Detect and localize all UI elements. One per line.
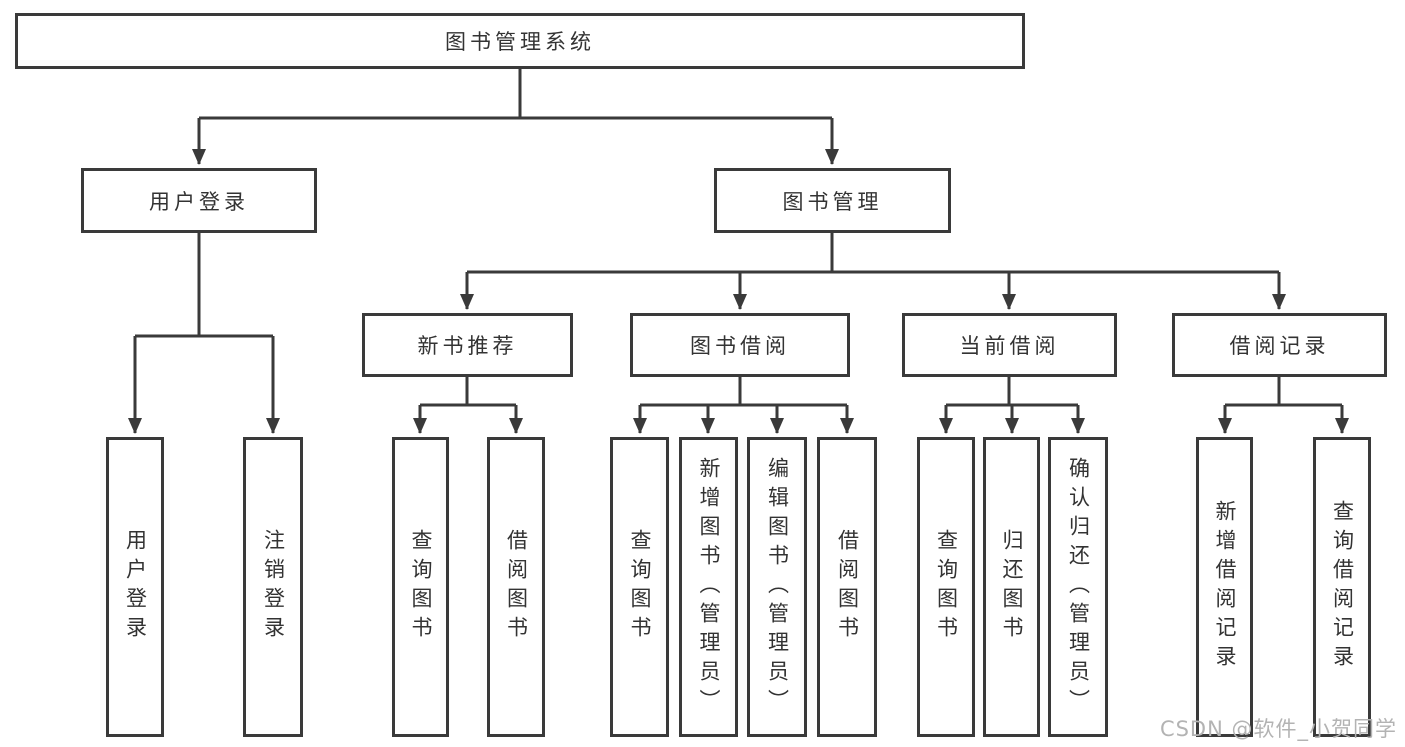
leaf-nbr-borrow-book-label: 借阅图书: [504, 529, 529, 645]
leaf-nbr-query-book: 查询图书: [392, 437, 449, 737]
watermark: CSDN @软件_小贺同学: [1159, 717, 1397, 741]
leaf-cb-query-book-label: 查询图书: [934, 529, 959, 645]
leaf-bb-edit-book-admin-label: 编辑图书（管理员）: [765, 456, 790, 718]
leaf-br-query-record-label: 查询借阅记录: [1330, 500, 1355, 674]
leaf-bb-query-book-label: 查询图书: [628, 529, 652, 645]
node-current-borrow-label: 当前借阅: [959, 334, 1060, 358]
node-user-login-label: 用户登录: [149, 189, 249, 214]
node-borrow-record-label: 借阅记录: [1229, 334, 1330, 358]
leaf-bb-add-book-admin-label: 新增图书（管理员）: [697, 456, 721, 718]
node-root: 图书管理系统: [15, 13, 1025, 69]
connector-current-borrow: [946, 375, 1078, 407]
leaf-bb-edit-book-admin: 编辑图书（管理员）: [747, 437, 807, 737]
node-current-borrow: 当前借阅: [902, 313, 1117, 377]
leaf-bb-add-book-admin: 新增图书（管理员）: [679, 437, 738, 737]
connector-borrow-record: [1225, 375, 1342, 407]
node-book-management-label: 图书管理: [782, 189, 883, 214]
leaf-cb-confirm-return-admin: 确认归还（管理员）: [1048, 437, 1108, 737]
node-borrow-record: 借阅记录: [1172, 313, 1387, 377]
leaf-user-login: 用户登录: [106, 437, 164, 737]
leaf-cb-return-book-label: 归还图书: [1000, 529, 1024, 645]
leaf-user-login-label: 用户登录: [123, 529, 148, 645]
connector-user-login: [135, 231, 273, 338]
leaf-nbr-borrow-book: 借阅图书: [487, 437, 545, 737]
leaf-cb-return-book: 归还图书: [983, 437, 1040, 737]
connector-book-borrow: [640, 375, 847, 407]
leaf-cb-query-book: 查询图书: [917, 437, 975, 737]
node-new-book-recommend: 新书推荐: [362, 313, 573, 377]
leaf-bb-query-book: 查询图书: [610, 437, 669, 737]
leaf-bb-borrow-book: 借阅图书: [817, 437, 877, 737]
connector-root: [199, 67, 832, 120]
leaf-logout-login-label: 注销登录: [261, 529, 286, 645]
leaf-br-query-record: 查询借阅记录: [1313, 437, 1371, 737]
leaf-br-add-record: 新增借阅记录: [1196, 437, 1253, 737]
node-book-borrow-label: 图书借阅: [690, 334, 790, 358]
node-root-label: 图书管理系统: [445, 30, 595, 54]
connector-new-book-rec: [420, 375, 516, 407]
node-user-login: 用户登录: [81, 168, 317, 233]
leaf-bb-borrow-book-label: 借阅图书: [835, 529, 860, 645]
node-book-borrow: 图书借阅: [630, 313, 850, 377]
node-new-book-recommend-label: 新书推荐: [417, 334, 518, 358]
leaf-nbr-query-book-label: 查询图书: [409, 529, 433, 645]
node-book-management: 图书管理: [714, 168, 951, 233]
leaf-cb-confirm-return-admin-label: 确认归还（管理员）: [1066, 456, 1091, 718]
leaf-br-add-record-label: 新增借阅记录: [1213, 500, 1237, 674]
connector-book-management: [467, 231, 1279, 274]
leaf-logout-login: 注销登录: [243, 437, 303, 737]
